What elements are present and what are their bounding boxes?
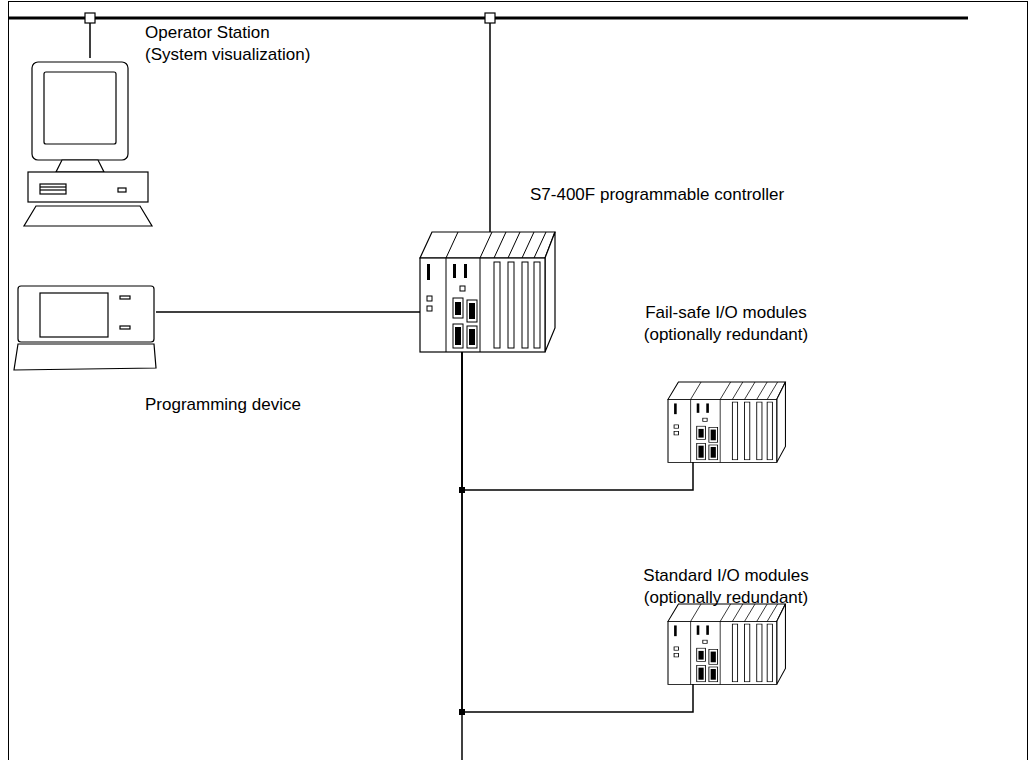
device-label: Operator Station (System visualization) (145, 22, 323, 66)
junction-dot (459, 709, 465, 715)
frame (9, 2, 1028, 760)
io-rack (668, 604, 785, 684)
controller-rack (420, 232, 555, 352)
io-rack (668, 382, 785, 462)
programming-device: Programming device (15, 285, 156, 371)
network-connector (90, 18, 490, 232)
operator-station: Operator Station (System visualization) (24, 58, 152, 228)
io-station: Standard I/O modules (optionally redunda… (668, 604, 785, 684)
controller: S7-400F programmable controller (420, 232, 555, 352)
device-label: Programming device (145, 394, 301, 416)
junction-dot (459, 487, 465, 493)
laptop-icon (14, 286, 156, 370)
network-connector (156, 311, 420, 313)
device-label: Standard I/O modules (optionally redunda… (638, 565, 814, 609)
bus-tap (85, 13, 95, 23)
network-connector (462, 352, 693, 490)
io-station: Fail-safe I/O modules (optionally redund… (668, 382, 785, 462)
bus-tap (485, 13, 495, 23)
network-connector (462, 352, 693, 712)
pc-icon (24, 62, 152, 226)
device-label: Fail-safe I/O modules (optionally redund… (638, 302, 814, 346)
device-label: S7-400F programmable controller (530, 184, 784, 206)
